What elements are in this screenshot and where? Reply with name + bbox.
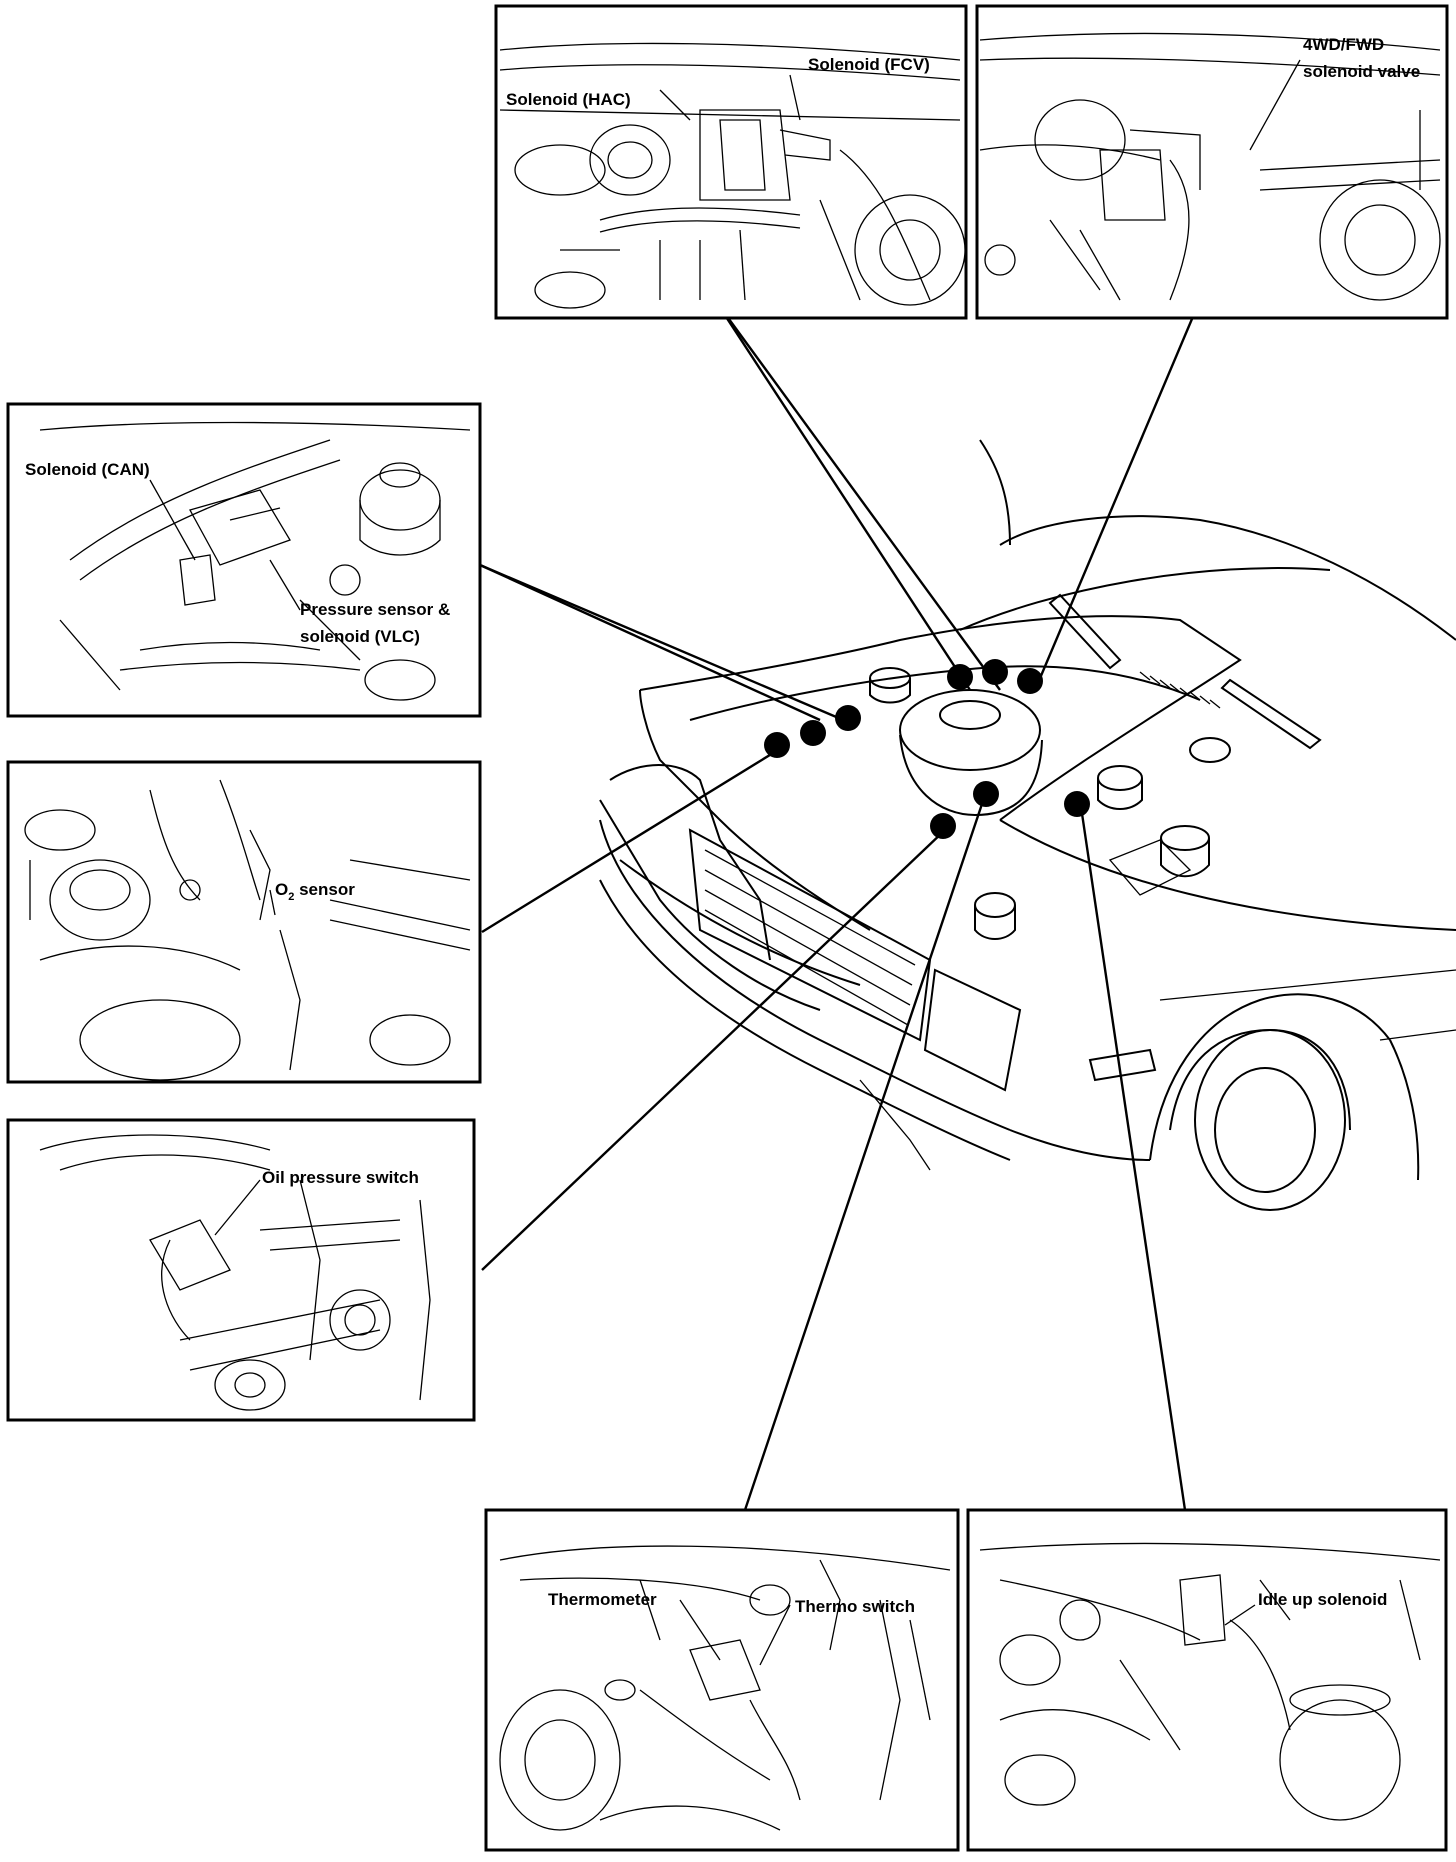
panel-solenoid-can-vlc: Solenoid (CAN) Pressure sensor & solenoi… [6, 402, 482, 718]
label-thermo-switch: Thermo switch [795, 1597, 915, 1616]
label-pressure-sensor: Pressure sensor & [300, 600, 450, 619]
car-illustration [599, 439, 1456, 1211]
marker-solenoid-can [835, 705, 861, 731]
marker-4wd-solenoid [1017, 668, 1043, 694]
label-solenoid-can: Solenoid (CAN) [25, 460, 150, 479]
label-thermometer: Thermometer [548, 1590, 657, 1609]
marker-pressure-sensor [800, 720, 826, 746]
panel-solenoid-fcv-hac: Solenoid (FCV) Solenoid (HAC) [494, 4, 968, 320]
label-solenoid-hac: Solenoid (HAC) [506, 90, 631, 109]
marker-idle-up-solenoid [1064, 791, 1090, 817]
label-solenoid-fcv: Solenoid (FCV) [808, 55, 930, 74]
marker-solenoid-hac [947, 664, 973, 690]
panel-4wd-fwd-solenoid: 4WD/FWD solenoid valve [975, 4, 1449, 320]
label-o2-sensor: O2 sensor [275, 880, 355, 903]
marker-solenoid-fcv [982, 659, 1008, 685]
panel-oil-pressure-switch: Oil pressure switch [6, 1118, 476, 1422]
label-4wd-fwd: 4WD/FWD [1303, 35, 1384, 54]
label-oil-pressure-switch: Oil pressure switch [262, 1168, 419, 1187]
leader-lines [479, 299, 1202, 1511]
marker-thermo [973, 781, 999, 807]
location-markers [764, 659, 1090, 839]
label-solenoid-vlc: solenoid (VLC) [300, 627, 420, 646]
panel-thermometer-thermo-switch: Thermometer Thermo switch [484, 1508, 960, 1852]
marker-o2-sensor [764, 732, 790, 758]
label-solenoid-valve: solenoid valve [1303, 62, 1420, 81]
panel-idle-up-solenoid: Idle up solenoid [966, 1508, 1448, 1852]
marker-oil-pressure-switch [930, 813, 956, 839]
label-idle-up-solenoid: Idle up solenoid [1258, 1590, 1387, 1609]
panel-o2-sensor: O2 sensor [6, 760, 482, 1084]
